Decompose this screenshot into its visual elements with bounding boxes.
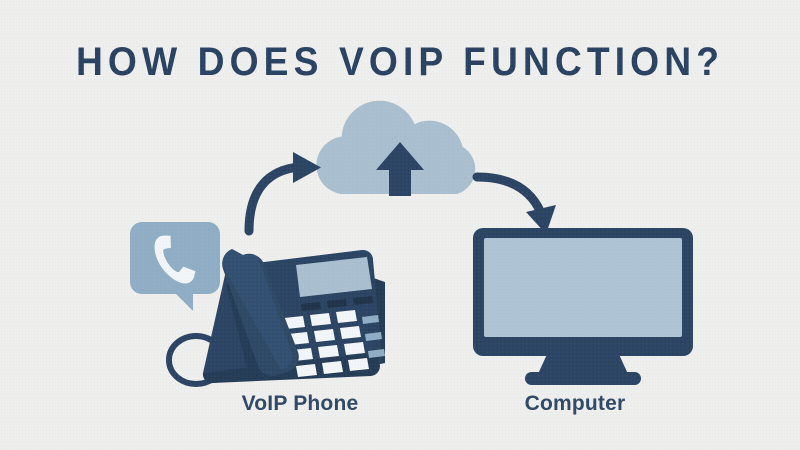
computer-node [473, 228, 693, 385]
monitor-base [525, 372, 641, 385]
monitor-screen [484, 238, 682, 337]
phone-keypad [284, 310, 369, 377]
page-title: HOW DOES VOIP FUNCTION? [75, 40, 725, 84]
caption-computer: Computer [524, 392, 626, 415]
call-bubble-node [130, 222, 220, 311]
arrow-phone-to-cloud [244, 152, 321, 236]
arrow-cloud-to-computer [472, 172, 556, 234]
speech-bubble-shape [130, 222, 220, 311]
phone-screen [296, 257, 372, 297]
cloud-node [316, 100, 476, 196]
phone-side-keys [362, 315, 385, 358]
cloud-up-arrow-icon [376, 142, 424, 196]
phone-handset-icon [154, 235, 196, 284]
phone-soft-keys [301, 296, 373, 311]
voip-phone-node [166, 249, 385, 387]
caption-voip-phone: VoIP Phone [241, 392, 359, 415]
phone-handset-highlight [223, 249, 293, 370]
